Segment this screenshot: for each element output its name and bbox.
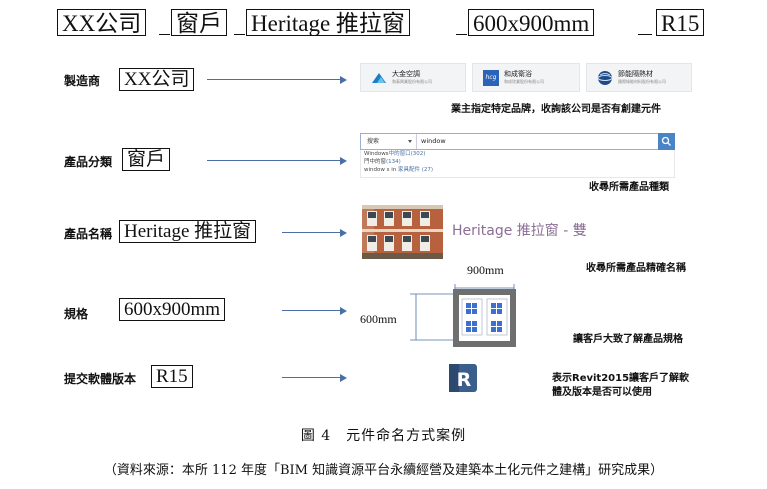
row-label-manufacturer: 製造商 <box>64 74 101 88</box>
title-size: 600x900mm <box>468 9 595 36</box>
value-category: 窗戶 <box>122 148 171 171</box>
suggestion-item[interactable]: window s in 家具配件 (27) <box>364 167 434 173</box>
title-product: Heritage 推拉窗 <box>246 9 410 36</box>
value-version: R15 <box>151 365 193 388</box>
brand-card-daikin[interactable]: 大金空調 和泰興業股份有限公司 <box>360 63 466 92</box>
value-spec: 600x900mm <box>119 298 226 321</box>
figure-caption: 圖 4 元件命名方式案例 <box>300 428 467 444</box>
search-icon <box>661 136 671 146</box>
note-category: 收尋所需產品種類 <box>589 182 669 193</box>
arrow-manufacturer <box>207 75 347 84</box>
brand-name: 和成衛浴 <box>504 70 532 78</box>
arrow-category <box>207 156 347 165</box>
spec-height-label: 600mm <box>360 312 397 326</box>
globe-logo-icon <box>597 70 613 85</box>
hcg-logo-icon: hcg <box>483 69 499 86</box>
value-manufacturer: XX公司 <box>119 68 195 91</box>
window-spec-diagram <box>410 284 516 347</box>
search-category-select[interactable]: 搜索 <box>361 134 417 149</box>
brand-subtitle: 和泰興業股份有限公司 <box>392 79 432 84</box>
brand-card-insulation[interactable]: 節能隔熱材 國際綠能材料股份有限公司 <box>586 63 692 92</box>
arrow-product <box>282 228 347 237</box>
note-product: 收尋所需產品精確名稱 <box>586 263 686 274</box>
chevron-down-icon <box>408 140 412 143</box>
note-manufacturer: 業主指定特定品牌，收詢該公司是否有創建元件 <box>451 104 661 115</box>
title-separator <box>234 34 245 35</box>
title-separator <box>638 34 652 35</box>
search-bar: 搜索 window <box>360 133 675 150</box>
value-product: Heritage 推拉窗 <box>119 220 257 243</box>
suggestion-item[interactable]: 門中的窗(134) <box>364 159 401 165</box>
spec-width-label: 900mm <box>467 263 504 277</box>
search-suggestions: Windows中的窗口(302) 門中的窗(134) window s in 家… <box>360 150 675 178</box>
row-label-version: 提交軟體版本 <box>64 372 137 386</box>
arrow-version <box>282 373 347 382</box>
row-label-category: 產品分類 <box>64 155 113 169</box>
arrow-spec <box>282 306 347 315</box>
brand-subtitle: 和成欣業股份有限公司 <box>504 79 544 84</box>
title-company: XX公司 <box>57 9 147 36</box>
note-version-line2: 體及版本是否可以使用 <box>552 387 652 398</box>
row-label-product: 產品名稱 <box>64 227 113 241</box>
search-select-label: 搜索 <box>367 138 380 145</box>
daikin-logo-icon <box>372 72 386 83</box>
figure-source: （資料來源：本所 112 年度「BIM 知識資源平台永續經營及建築本土化元件之建… <box>103 463 664 478</box>
title-separator <box>456 34 467 35</box>
svg-text:R: R <box>457 369 472 391</box>
note-version-line1: 表示Revit2015讓客戶了解軟 <box>552 373 690 384</box>
product-photo <box>362 205 443 259</box>
product-display-name: Heritage 推拉窗 - 雙 <box>452 223 587 239</box>
brand-card-hcg[interactable]: hcg 和成衛浴 和成欣業股份有限公司 <box>472 63 580 92</box>
search-input[interactable]: window <box>421 137 446 145</box>
title-version: R15 <box>656 9 705 36</box>
brand-subtitle: 國際綠能材料股份有限公司 <box>618 79 666 84</box>
revit-icon: R <box>449 364 477 392</box>
row-label-spec: 規格 <box>64 307 89 321</box>
search-button[interactable] <box>658 133 675 150</box>
brand-name: 節能隔熱材 <box>618 70 653 78</box>
suggestion-item[interactable]: Windows中的窗口(302) <box>364 151 426 157</box>
note-spec: 讓客戶大致了解產品規格 <box>573 334 683 345</box>
brand-name: 大金空調 <box>392 70 420 78</box>
title-separator <box>159 34 170 35</box>
title-category: 窗戶 <box>171 9 227 36</box>
